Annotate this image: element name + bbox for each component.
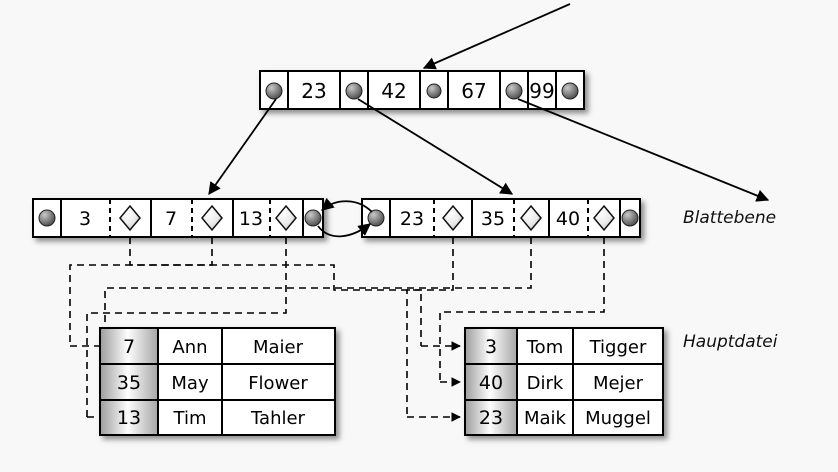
leaf-left-key-1: 7 <box>165 208 177 230</box>
row-key: 35 <box>117 372 141 394</box>
row-last-name: Maier <box>253 337 304 358</box>
dashed-link-left-d0 <box>129 237 461 351</box>
leaf-left-key-2: 13 <box>239 208 263 230</box>
root-pointer-4[interactable] <box>561 82 579 100</box>
row-first-name: Ann <box>172 337 207 358</box>
leaf-right-record-ref-0[interactable] <box>442 204 464 232</box>
dashed-link-right-d2 <box>439 237 605 387</box>
root-pointer-0[interactable] <box>265 82 283 100</box>
root-to-far-right-arrow <box>517 98 770 202</box>
row-key: 23 <box>479 407 503 429</box>
leaf-left-prev-pointer[interactable] <box>38 209 56 227</box>
table-row[interactable]: 35 May Flower <box>117 372 308 394</box>
leaf-left-record-ref-1[interactable] <box>201 204 223 232</box>
leaf-right-key-0: 23 <box>400 208 424 230</box>
row-last-name: Muggel <box>585 408 651 429</box>
row-key: 3 <box>485 336 497 358</box>
root-key-2: 67 <box>461 79 486 103</box>
row-first-name: Tim <box>173 408 207 429</box>
row-first-name: Tom <box>526 337 563 358</box>
main-file-table-right[interactable]: 3 Tom Tigger 40 Dirk Mejer 23 Maik Mugge… <box>464 327 664 436</box>
leaf-left-key-0: 3 <box>79 208 91 230</box>
root-key-3: 99 <box>529 79 554 103</box>
row-last-name: Flower <box>248 373 308 394</box>
table-row[interactable]: 7 Ann Maier <box>123 336 304 358</box>
leaf-right-record-ref-2[interactable] <box>593 204 615 232</box>
leaf-node-right[interactable]: 23 35 40 <box>361 198 641 238</box>
leaf-right-key-1: 35 <box>481 208 505 230</box>
root-to-right-leaf-arrow <box>357 98 514 195</box>
table-row[interactable]: 13 Tim Tahler <box>117 407 306 429</box>
leaf-prev-link-arrow <box>321 197 373 213</box>
dashed-link-right-d0 <box>406 237 461 422</box>
leaf-left-record-ref-0[interactable] <box>119 204 141 232</box>
root-key-0: 23 <box>301 79 326 103</box>
leaf-right-record-ref-1[interactable] <box>520 204 542 232</box>
row-last-name: Tahler <box>250 408 306 429</box>
root-pointer-3[interactable] <box>505 82 523 100</box>
label-hauptdatei: Hauptdatei <box>683 332 778 352</box>
row-key: 40 <box>479 372 503 394</box>
leaf-left-next-pointer[interactable] <box>304 209 322 227</box>
row-key: 13 <box>117 407 141 429</box>
row-first-name: May <box>171 373 209 394</box>
root-pointer-1[interactable] <box>345 82 363 100</box>
label-blattebene: Blattebene <box>683 208 777 228</box>
table-row[interactable]: 40 Dirk Mejer <box>479 372 644 394</box>
root-pointer-2[interactable] <box>426 83 442 99</box>
leaf-next-link-arrow <box>317 223 371 238</box>
row-key: 7 <box>123 336 135 358</box>
leaf-node-left[interactable]: 3 7 13 <box>32 198 324 238</box>
root-to-left-leaf-arrow <box>208 98 277 196</box>
leaf-right-key-2: 40 <box>556 208 580 230</box>
dashed-link-left-d2 <box>86 237 287 422</box>
row-first-name: Dirk <box>527 373 564 394</box>
row-last-name: Mejer <box>593 373 644 394</box>
leaf-left-record-ref-2[interactable] <box>275 204 297 232</box>
root-key-1: 42 <box>381 79 406 103</box>
root-node[interactable]: 23 42 67 99 <box>259 70 585 110</box>
table-row[interactable]: 23 Maik Muggel <box>479 407 651 429</box>
root-incoming-arrow <box>422 3 571 70</box>
leaf-right-next-pointer[interactable] <box>621 209 639 227</box>
row-first-name: Maik <box>524 408 567 429</box>
main-file-table-left[interactable]: 7 Ann Maier 35 May Flower 13 Tim Tahler <box>99 327 336 436</box>
leaf-right-prev-pointer[interactable] <box>367 209 385 227</box>
table-row[interactable]: 3 Tom Tigger <box>485 336 647 358</box>
row-last-name: Tigger <box>589 337 647 358</box>
